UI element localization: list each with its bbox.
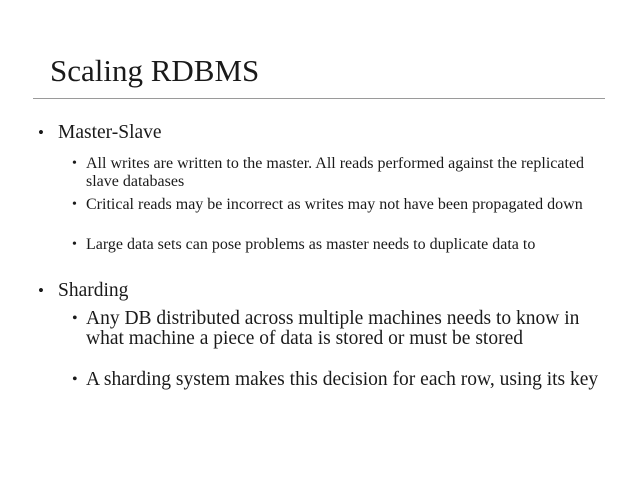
bullet-icon: • bbox=[72, 237, 77, 252]
bullet-icon: • bbox=[72, 156, 77, 171]
sub-bullet-sharding-system: • A sharding system makes this decision … bbox=[72, 370, 602, 390]
sub-bullet-text: Critical reads may be incorrect as write… bbox=[86, 196, 583, 213]
sub-bullet-critical-reads: • Critical reads may be incorrect as wri… bbox=[72, 196, 612, 214]
sub-bullet-any-db: • Any DB distributed across multiple mac… bbox=[72, 309, 602, 349]
sub-bullet-text: A sharding system makes this decision fo… bbox=[86, 369, 599, 390]
sub-bullet-large-data: • Large data sets can pose problems as m… bbox=[72, 236, 612, 254]
sub-bullet-text: Large data sets can pose problems as mas… bbox=[86, 236, 536, 253]
sub-bullet-text: Any DB distributed across multiple machi… bbox=[86, 308, 580, 349]
bullet-icon: • bbox=[72, 371, 78, 388]
bullet-master-slave: • Master-Slave bbox=[38, 122, 162, 144]
bullet-icon: • bbox=[38, 123, 44, 142]
bullet-icon: • bbox=[38, 281, 44, 300]
slide-title: Scaling RDBMS bbox=[50, 53, 260, 88]
bullet-icon: • bbox=[72, 197, 77, 212]
title-divider bbox=[33, 98, 605, 99]
bullet-sharding: • Sharding bbox=[38, 280, 128, 302]
sub-bullet-text: All writes are written to the master. Al… bbox=[86, 155, 585, 190]
bullet-icon: • bbox=[72, 310, 78, 327]
sub-bullet-writes: • All writes are written to the master. … bbox=[72, 155, 612, 190]
bullet-label: Master-Slave bbox=[58, 122, 162, 143]
bullet-label: Sharding bbox=[58, 280, 129, 301]
